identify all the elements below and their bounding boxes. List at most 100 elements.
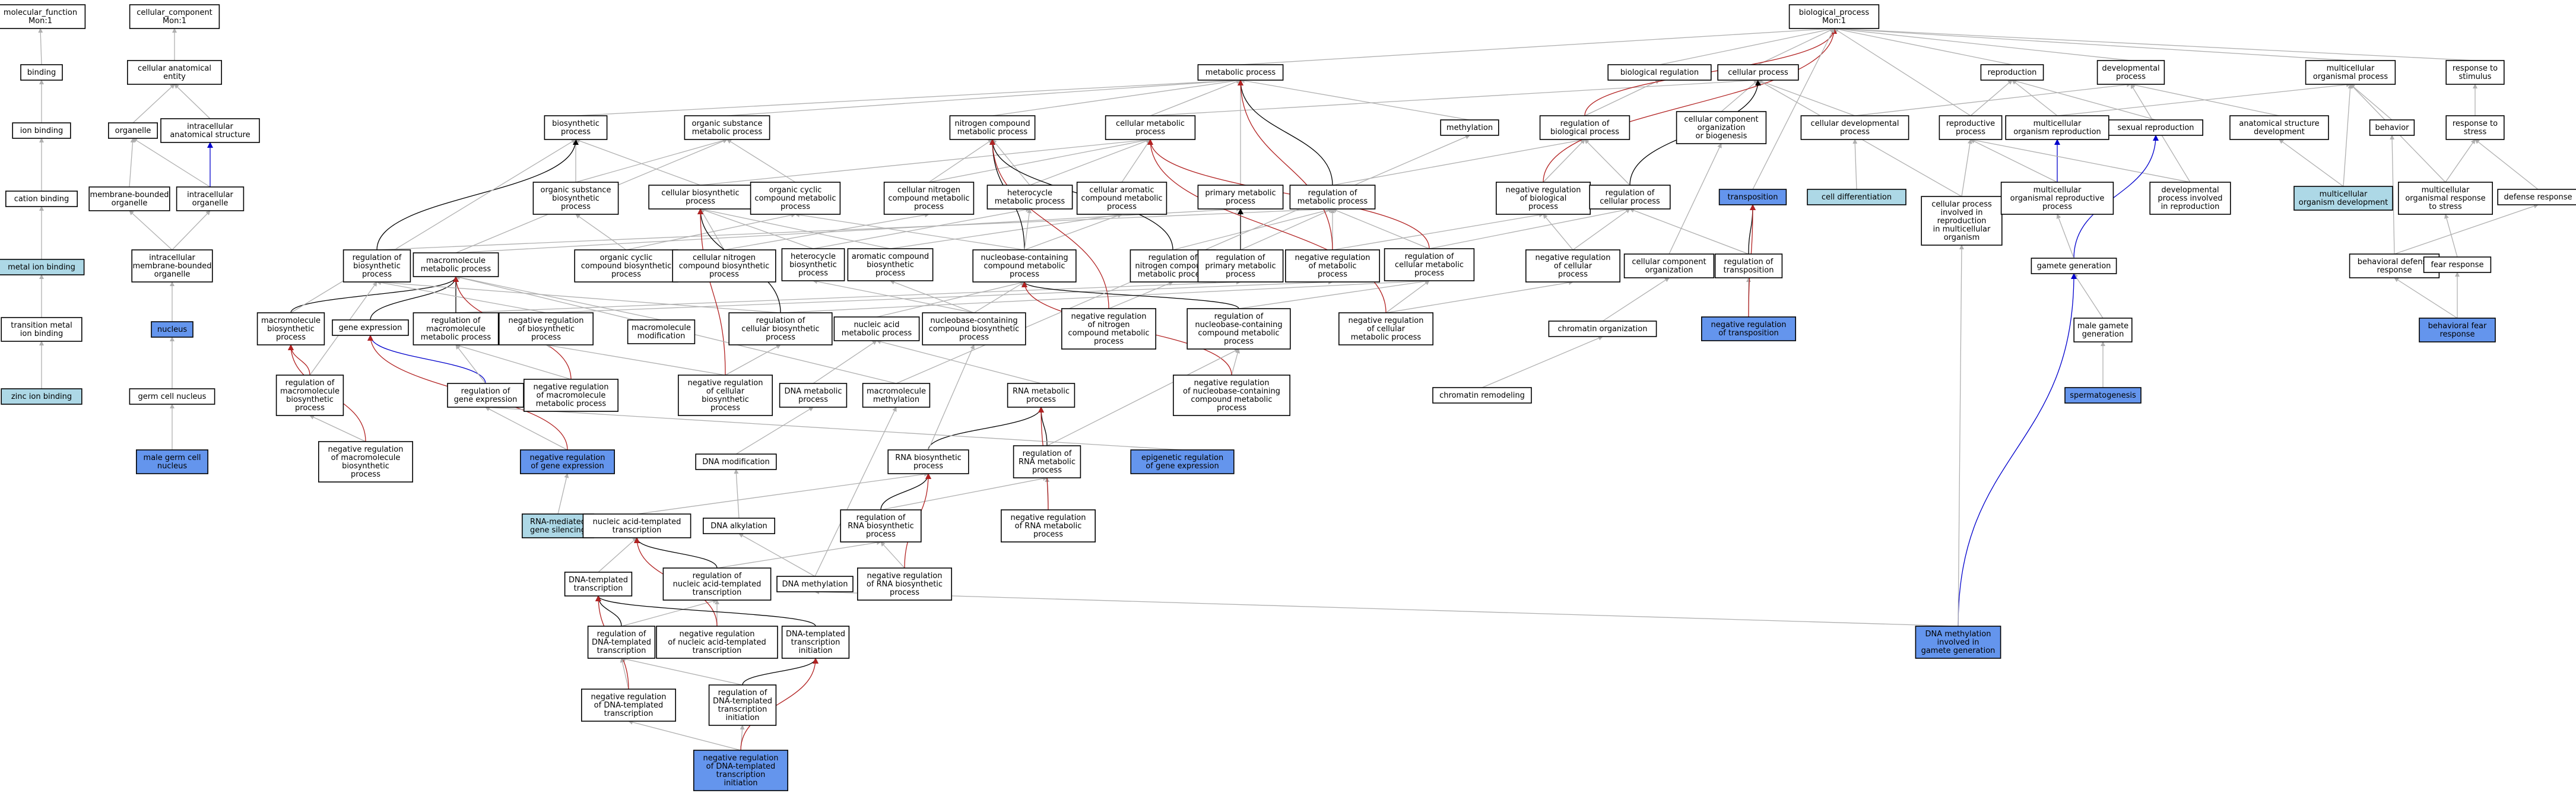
go-term-spermatogenesis[interactable]: spermatogenesis (2064, 387, 2142, 404)
go-term-dna-alk[interactable]: DNA alkylation (703, 518, 776, 534)
go-term-metal-ion-binding[interactable]: metal ion binding (0, 259, 85, 275)
go-term-gamete-gen[interactable]: gamete generation (2031, 258, 2117, 274)
go-term-gene-expr[interactable]: gene expression (332, 319, 409, 336)
go-term-behavior[interactable]: behavior (2369, 119, 2415, 136)
go-term-sexual-repro[interactable]: sexual reproduction (2108, 119, 2204, 136)
go-term-cation-binding[interactable]: cation binding (5, 191, 78, 207)
go-term-methylation[interactable]: methylation (1440, 119, 1499, 136)
go-term-dna-meth[interactable]: DNA methylation (776, 576, 854, 592)
go-term-binding[interactable]: binding (20, 64, 63, 81)
go-term-defense[interactable]: defense response (2497, 189, 2576, 205)
go-term-germ-nucleus[interactable]: germ cell nucleus (129, 388, 215, 405)
go-term-fear[interactable]: fear response (2423, 256, 2492, 273)
go-term-cell-diff[interactable]: cell differentiation (1807, 189, 1906, 205)
go-term-chrom-org[interactable]: chromatin organization (1548, 321, 1657, 337)
go-term-transposition[interactable]: transposition (1718, 189, 1787, 205)
go-term-metabolic[interactable]: metabolic process (1197, 64, 1284, 81)
go-term-ion-binding[interactable]: ion binding (12, 122, 71, 139)
go-term-reg-dna-transc-init[interactable]: regulation ofDNA-templatedtranscriptioni… (708, 684, 777, 726)
go-term-zinc-ion-binding[interactable]: zinc ion binding (1, 388, 83, 405)
go-term-dna-mod[interactable]: DNA modification (695, 453, 777, 470)
